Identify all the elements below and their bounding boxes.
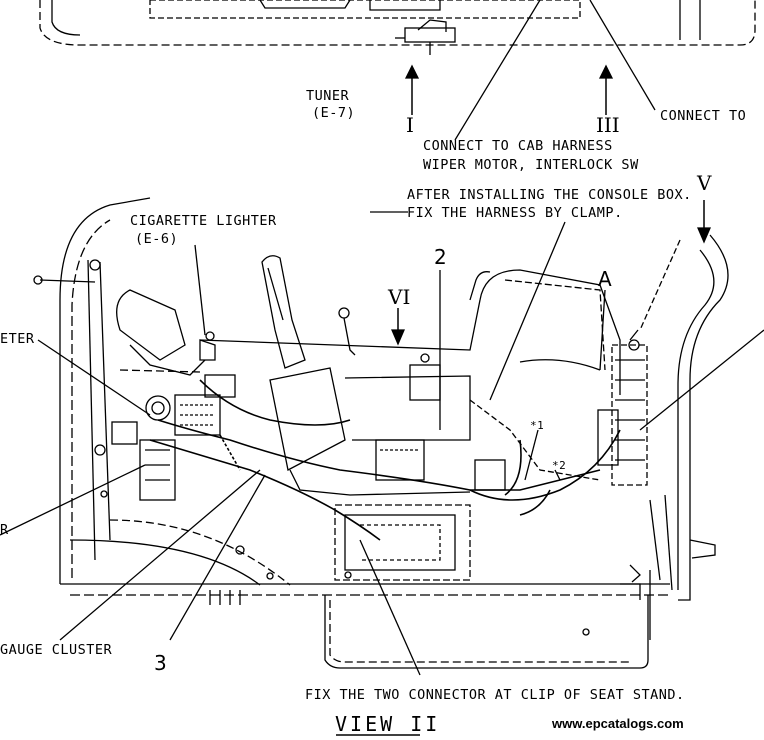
- leader-lines: [0, 211, 764, 676]
- cigarette-lighter-label: CIGARETTE LIGHTER: [130, 213, 277, 229]
- gauge-panel: [111, 289, 236, 501]
- watermark: www.epcatalogs.com: [552, 716, 684, 731]
- marker-letter-A: A: [598, 267, 612, 291]
- view-arrow-V: [697, 200, 711, 244]
- leader-cab-harness: [454, 0, 541, 141]
- console-note-line1: AFTER INSTALLING THE CONSOLE BOX.: [407, 187, 692, 203]
- console-note-line2: FIX THE HARNESS BY CLAMP.: [407, 205, 623, 221]
- view-title: VIEW II: [335, 712, 441, 736]
- marker-roman-III: III: [596, 113, 620, 137]
- tuner-label: TUNER: [306, 88, 350, 104]
- view-arrow-III: [598, 64, 614, 115]
- view-arrow-I: [404, 64, 420, 115]
- meter-label-partial: ETER: [0, 331, 35, 347]
- seat-stand: [266, 504, 649, 669]
- view-arrow-VI: [391, 308, 405, 346]
- star2-label: *2: [552, 459, 567, 472]
- marker-num-3: 3: [154, 651, 167, 675]
- connect-cab-line2: WIPER MOTOR, INTERLOCK SW: [423, 157, 639, 173]
- marker-roman-VI: VI: [388, 285, 411, 309]
- tuner-ref: (E-7): [312, 105, 356, 121]
- gauge-cluster-label: GAUGE CLUSTER: [0, 642, 113, 658]
- marker-roman-V: V: [697, 171, 712, 195]
- bolts: [209, 545, 641, 605]
- leader-connect-to: [589, 0, 656, 111]
- console-box: [199, 269, 621, 496]
- r-label-partial: R: [0, 522, 9, 538]
- star1-label: *1: [530, 419, 545, 432]
- fix-connector-label: FIX THE TWO CONNECTOR AT CLIP OF SEAT ST…: [305, 687, 685, 703]
- upper-floor-outline: [39, 0, 756, 55]
- cab-frame: [33, 197, 729, 640]
- connect-to-label: CONNECT TO: [660, 108, 747, 124]
- marker-num-2: 2: [434, 245, 447, 269]
- wire-harness: [149, 379, 621, 541]
- marker-roman-I: I: [406, 113, 414, 137]
- control-lever-left: [261, 255, 356, 369]
- cigarette-lighter-ref: (E-6): [135, 231, 179, 247]
- connect-cab-line1: CONNECT TO CAB HARNESS: [423, 138, 613, 154]
